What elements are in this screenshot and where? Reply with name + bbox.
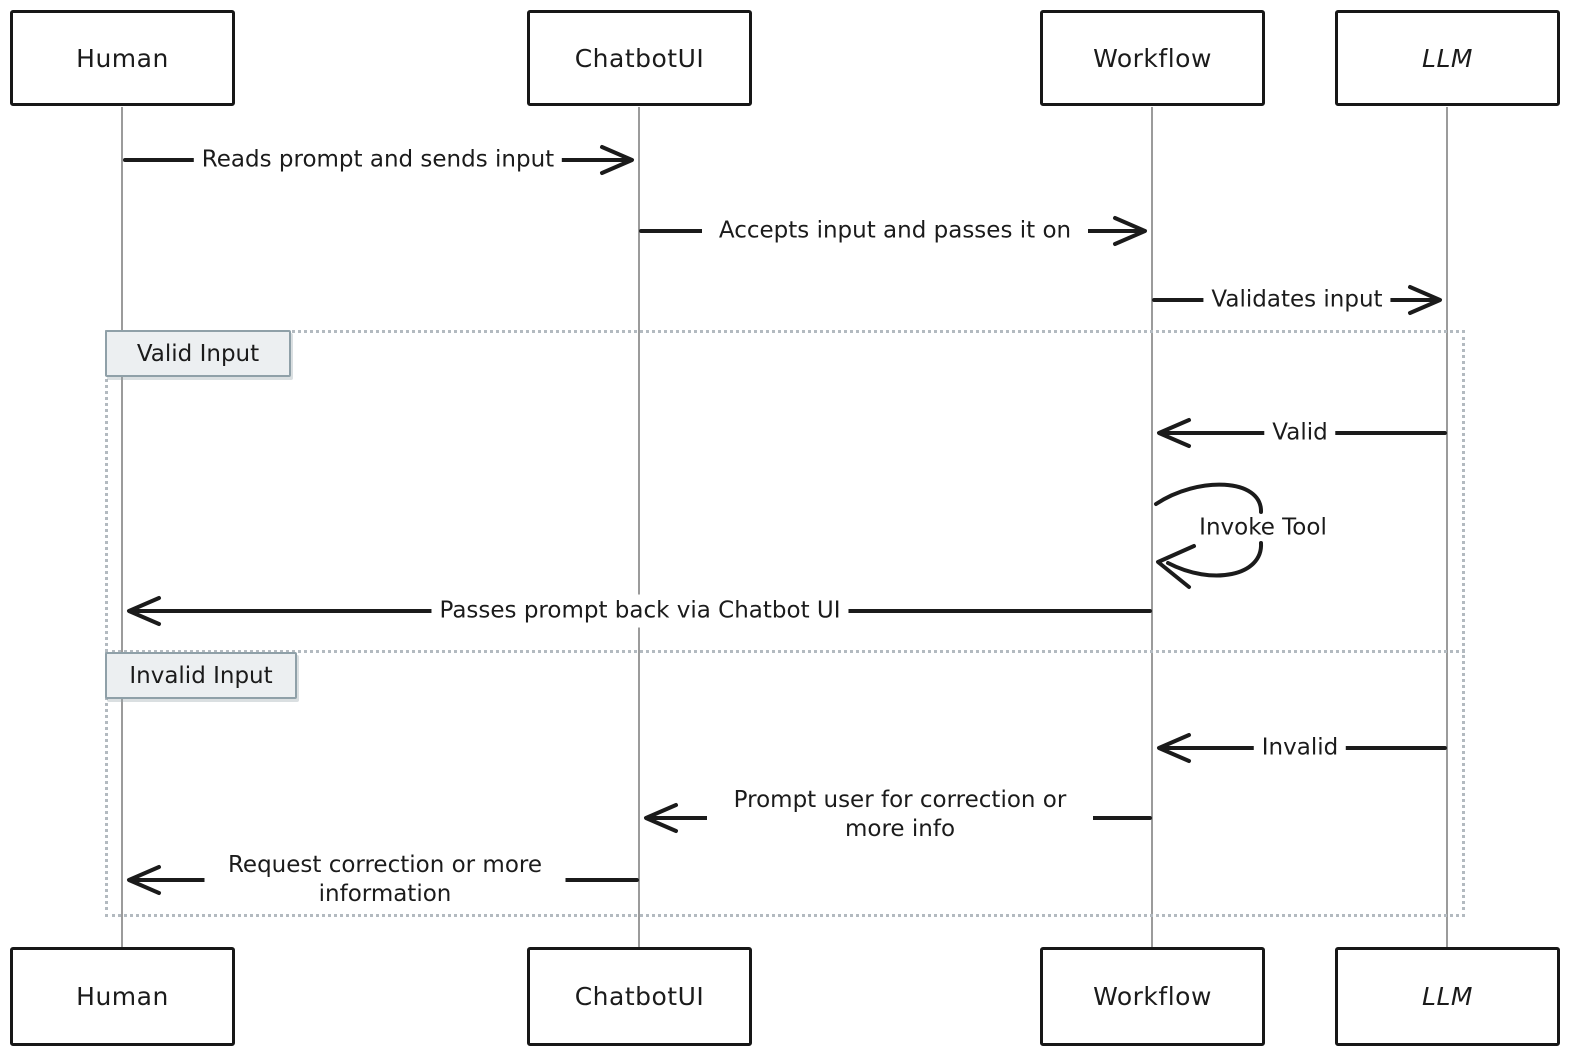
arrowhead-left-request-correction [127,865,161,895]
actor-top-llm: LLM [1335,10,1560,106]
message-label-request-correction: Request correction or more information [204,849,566,911]
message-label-accepts-input: Accepts input and passes it on [702,214,1088,248]
section-label-valid-input: Valid Input [105,330,291,377]
message-label-validates-input: Validates input [1203,283,1391,317]
arrowhead-left-passes-prompt-back [127,596,161,626]
arrowhead-left-valid [1157,418,1191,448]
message-label-reads-prompt: Reads prompt and sends input [193,143,563,177]
self-loop-arrowhead [1156,544,1196,589]
actor-label: Human [76,982,169,1011]
message-label-passes-prompt-back: Passes prompt back via Chatbot UI [431,594,849,628]
arrowhead-right-validates-input [1408,285,1442,315]
self-loop-arc-top [1154,482,1264,514]
actor-top-human: Human [10,10,235,106]
actor-label: Workflow [1093,982,1212,1011]
message-label-invoke-tool: Invoke Tool [1199,514,1327,541]
message-label-invalid: Invalid [1253,731,1347,765]
alt-section-divider [105,650,1465,653]
actor-top-workflow: Workflow [1040,10,1265,106]
section-label-text: Valid Input [136,340,260,367]
self-loop-arc-bottom [1166,541,1264,578]
actor-label: ChatbotUI [574,43,705,73]
section-label-text: Invalid Input [129,662,273,689]
actor-label: ChatbotUI [574,982,705,1011]
actor-bottom-workflow: Workflow [1040,947,1265,1046]
arrowhead-right-reads-prompt [600,145,634,175]
actor-label: Workflow [1093,43,1212,73]
message-label-valid: Valid [1264,416,1336,450]
actor-label: Human [76,43,169,73]
arrowhead-left-invalid [1157,733,1191,763]
message-label-prompt-user: Prompt user for correction or more info [707,784,1093,846]
actor-top-chatbotui: ChatbotUI [527,10,752,106]
actor-label: LLM [1422,43,1473,73]
actor-bottom-llm: LLM [1335,947,1560,1046]
actor-bottom-human: Human [10,947,235,1046]
actor-label: LLM [1422,982,1473,1011]
actor-bottom-chatbotui: ChatbotUI [527,947,752,1046]
alt-frame [105,330,1465,917]
arrowhead-right-accepts-input [1113,216,1147,246]
section-label-invalid-input: Invalid Input [105,652,297,699]
arrowhead-left-prompt-user [644,803,678,833]
